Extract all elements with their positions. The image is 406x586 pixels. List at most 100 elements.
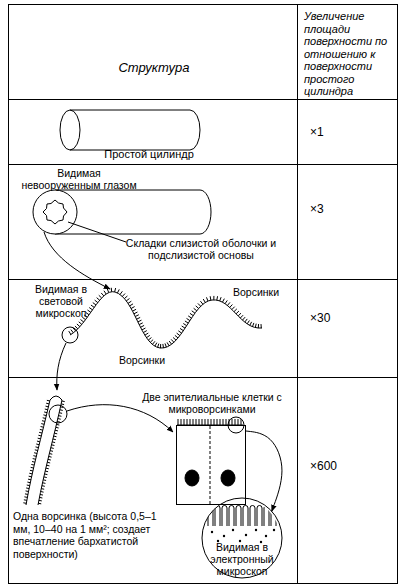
fringe-tick: [115, 288, 116, 292]
fringe-tick: [194, 308, 197, 310]
fringe-tick: [43, 417, 46, 419]
fringe-tick: [57, 421, 60, 423]
fringe-tick: [42, 420, 45, 422]
fringe-tick: [91, 305, 94, 307]
factor-value: ×1: [310, 126, 390, 140]
circle-outline: [202, 498, 282, 578]
structure-cell: Простой цилиндр: [8, 100, 298, 165]
fringe-tick: [232, 307, 235, 310]
fringe-tick: [27, 482, 30, 484]
fringe-tick: [58, 415, 61, 417]
fringe-tick: [247, 321, 249, 324]
fringe-tick: [139, 323, 143, 325]
fringe-tick: [111, 288, 112, 292]
cylinder-side: [70, 110, 190, 150]
fringe-tick: [245, 319, 247, 322]
fringe-tick: [45, 471, 48, 473]
fringe-tick: [255, 324, 257, 328]
fringe-tick: [187, 318, 190, 320]
fringe-tick: [62, 400, 65, 402]
fringe-tick: [39, 497, 42, 499]
structure-label: Ворсинки: [233, 286, 297, 298]
fringe-tick: [36, 446, 39, 448]
fringe-tick: [147, 335, 150, 337]
fringe-tick: [45, 473, 48, 475]
fringe-tick: [261, 324, 262, 328]
fringe-tick: [126, 299, 129, 301]
fringe-tick: [38, 438, 41, 440]
factor-value: ×30: [310, 312, 390, 326]
fringe-tick: [55, 430, 58, 432]
microvilli: [208, 506, 276, 527]
column-header: Увеличение площади поверхности по отноше…: [304, 10, 398, 98]
fringe-tick: [101, 293, 104, 296]
fringe-tick: [148, 338, 151, 340]
fringe-tick: [120, 291, 122, 294]
structure-label: Складки слизистой оболочки и подслизисто…: [121, 237, 281, 261]
fringe-tick: [35, 449, 38, 451]
structure-cell: Видимая невооруженным глазомСкладки слиз…: [8, 165, 298, 280]
fringe-tick: [54, 433, 57, 435]
fringe-tick: [141, 325, 145, 327]
magnify-circle: [49, 405, 67, 423]
fringe-tick: [46, 468, 49, 470]
fringe-tick: [150, 340, 153, 343]
fringe-tick: [48, 459, 51, 461]
fringe-tick: [213, 296, 214, 300]
fringe-tick: [97, 298, 100, 301]
fringe-tick: [258, 324, 259, 328]
fringe-tick: [242, 317, 245, 320]
villus-edge: [38, 400, 62, 505]
fringe-tick: [134, 312, 138, 314]
fringe-tick: [47, 462, 50, 464]
fringe-tick: [182, 326, 185, 328]
fringe-tick: [43, 482, 46, 484]
cylinder-end: [200, 190, 211, 234]
fringe-tick: [24, 496, 27, 498]
structure-label: Одна ворсинка (высота 0,5–1 мм, 10–40 на…: [13, 510, 163, 560]
fringe-tick: [49, 453, 52, 455]
fringe-tick: [29, 473, 32, 475]
cytoplasm-dot: [232, 529, 234, 531]
fringe-tick: [49, 456, 52, 458]
magnified-circle: Видимая в электронный микроскоп: [201, 497, 283, 579]
fringe-tick: [27, 485, 30, 487]
fringe-tick: [173, 337, 176, 340]
fringe-tick: [60, 409, 63, 411]
fringe-tick: [36, 443, 39, 445]
cytoplasm-dot: [273, 529, 275, 531]
cell-nucleus: [221, 470, 235, 486]
fringe-tick: [50, 450, 53, 452]
fringe-tick: [99, 295, 102, 298]
fringe-tick: [128, 301, 131, 303]
magnify-circle: [62, 327, 78, 343]
fringe-tick: [155, 343, 157, 346]
fringe-tick: [51, 447, 54, 449]
fringe-tick: [188, 316, 191, 318]
fringe-tick: [124, 296, 127, 299]
fringe-tick: [185, 321, 188, 323]
cytoplasm-dot: [223, 535, 225, 537]
fringe-tick: [47, 465, 50, 467]
fringe-tick: [152, 341, 155, 344]
value-cell: ×30: [298, 280, 398, 378]
cytoplasm-dot: [211, 531, 213, 533]
fringe-tick: [240, 315, 243, 318]
fringe-tick: [44, 476, 47, 478]
cylinder-section: [33, 190, 77, 234]
fringe-tick: [79, 322, 82, 325]
scale-label: Видимая в световой микроскоп: [13, 283, 109, 319]
fringe-tick: [171, 339, 174, 342]
factor-value: ×3: [310, 203, 390, 217]
fringe-tick: [56, 427, 59, 429]
cell-boundary: [210, 426, 211, 504]
value-cell: ×1: [298, 100, 398, 165]
fringe-tick: [220, 297, 221, 301]
villus-edge: [26, 400, 50, 505]
fringe-tick: [28, 479, 31, 481]
fringe-tick: [117, 289, 119, 293]
fringe-tick: [34, 452, 37, 454]
scale-label: Видимая невооруженным глазом: [17, 167, 141, 191]
fringe-tick: [137, 317, 141, 319]
fringe-tick: [222, 299, 224, 303]
